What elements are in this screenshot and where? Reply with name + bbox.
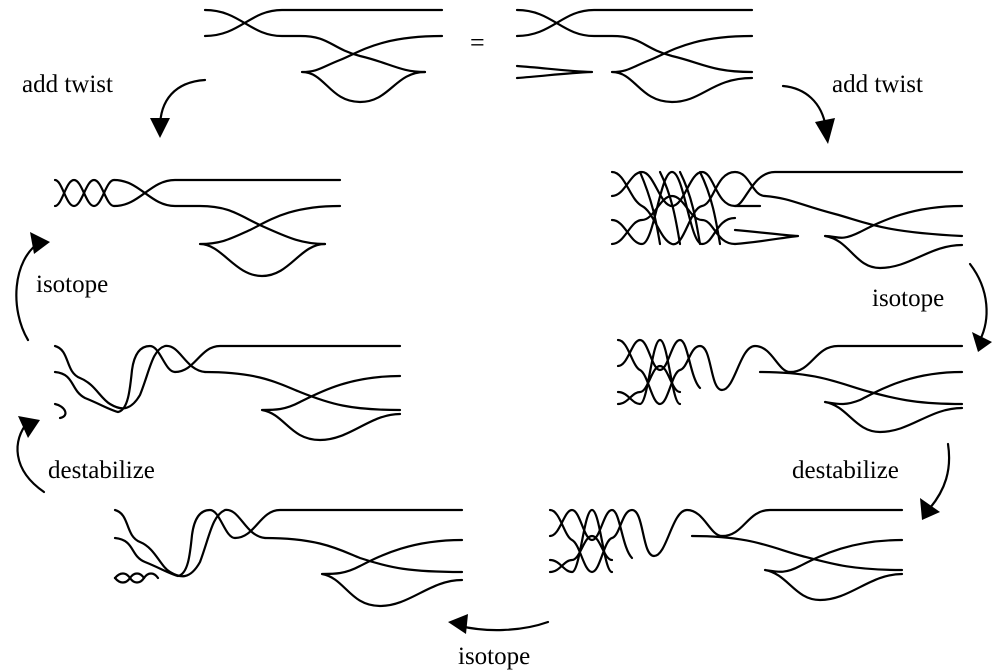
front-right-third	[616, 338, 964, 434]
arrow-isotope-left	[15, 232, 50, 342]
label-isotope-left: isotope	[36, 271, 109, 298]
front-bottom-left	[113, 508, 464, 608]
label-equals: =	[470, 28, 485, 57]
front-top-left	[203, 8, 444, 104]
label-isotope-right: isotope	[872, 285, 945, 312]
front-left-third	[53, 344, 402, 442]
label-isotope-bottom: isotope	[458, 643, 531, 670]
arrow-destabilize-right	[920, 442, 951, 520]
arrow-add-twist-right	[781, 84, 835, 144]
front-right-twisted	[610, 170, 964, 270]
label-destabilize-left: destabilize	[48, 457, 155, 484]
front-left-twisted	[53, 178, 342, 278]
label-destabilize-right: destabilize	[792, 457, 899, 484]
label-add-twist-right: add twist	[832, 71, 923, 98]
arrow-add-twist-left	[150, 78, 207, 138]
arrow-destabilize-left	[16, 416, 46, 494]
arrow-isotope-right	[968, 262, 992, 352]
front-top-right	[515, 8, 754, 104]
arrow-isotope-bottom	[448, 614, 550, 634]
label-add-twist-left: add twist	[22, 71, 113, 98]
front-bottom-right	[548, 508, 904, 602]
